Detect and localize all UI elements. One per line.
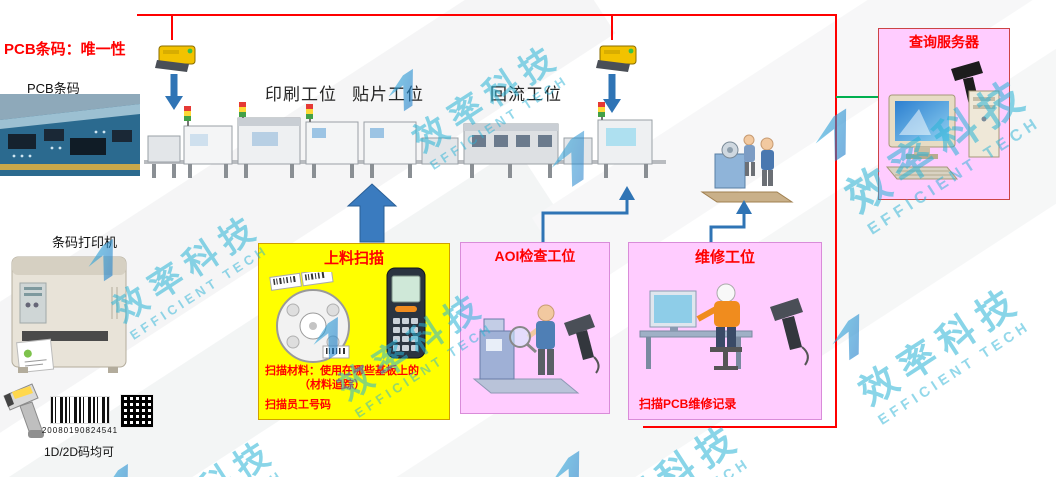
printer-label: 条码打印机 [52, 235, 118, 250]
pcb-unique-note: PCB条码：唯一性 [4, 41, 126, 58]
query-server-box: 查询服务器 [878, 28, 1010, 200]
barcode-printer-clipart [11, 256, 127, 374]
loading-scan-title: 上料扫描 [323, 250, 384, 267]
pcb-photo-art [0, 94, 140, 176]
component-reel-clipart [269, 272, 350, 363]
loading-scan-note-3: 扫描员工号码 [265, 399, 331, 411]
scanner-gun-icon [564, 314, 600, 374]
barcode-1d [50, 396, 110, 424]
handheld-terminal-clipart [386, 267, 426, 359]
scanner-gun-clipart [3, 383, 44, 438]
code-support-note: 1D/2D码均可 [44, 445, 115, 459]
loading-scan-box: 上料扫描 [258, 243, 450, 420]
station-label-placement: 贴片工位 [352, 85, 424, 104]
aoi-inspection-box: AOI检查工位 [460, 242, 610, 414]
machine-placement-1 [305, 104, 359, 178]
machine-unload [597, 102, 653, 178]
fixed-scanner-icon [155, 45, 196, 72]
barcode-2d-qr [120, 394, 154, 428]
barcode-number: 20080190824541 [41, 426, 119, 435]
smt-production-line [144, 102, 666, 178]
loading-scan-note-2: （材料追踪） [299, 379, 365, 391]
pcb-barcode-label: PCB条码 [27, 81, 80, 96]
server-title: 查询服务器 [909, 34, 979, 50]
repair-station-clipart [639, 283, 809, 370]
repair-title: 维修工位 [694, 249, 755, 266]
machine-printer [237, 102, 301, 178]
loading-scan-note-1: 扫描材料：使用在哪些基板上的 [265, 365, 419, 377]
station-label-reflow: 回流工位 [490, 85, 562, 104]
server-computer-clipart [885, 61, 1000, 180]
station-label-printing: 印刷工位 [265, 85, 337, 104]
repair-scan-note: 扫描PCB维修记录 [639, 397, 737, 411]
machine-reflow-oven [463, 123, 559, 178]
machine-loader [147, 135, 181, 178]
repair-station-box: 维修工位 扫描PCB维修记录 [628, 242, 822, 420]
workers-clipart [700, 134, 794, 203]
conveyor-segment [421, 137, 459, 165]
conveyor-segment [563, 137, 593, 165]
aoi-inspection-clipart [472, 304, 600, 394]
fixed-scanner-icon [596, 45, 637, 72]
pcb-photo [0, 94, 140, 176]
machine-placement-2 [363, 121, 417, 178]
aoi-title: AOI检查工位 [494, 248, 576, 264]
machine-station [183, 106, 233, 178]
scanner-gun-icon [770, 298, 809, 366]
